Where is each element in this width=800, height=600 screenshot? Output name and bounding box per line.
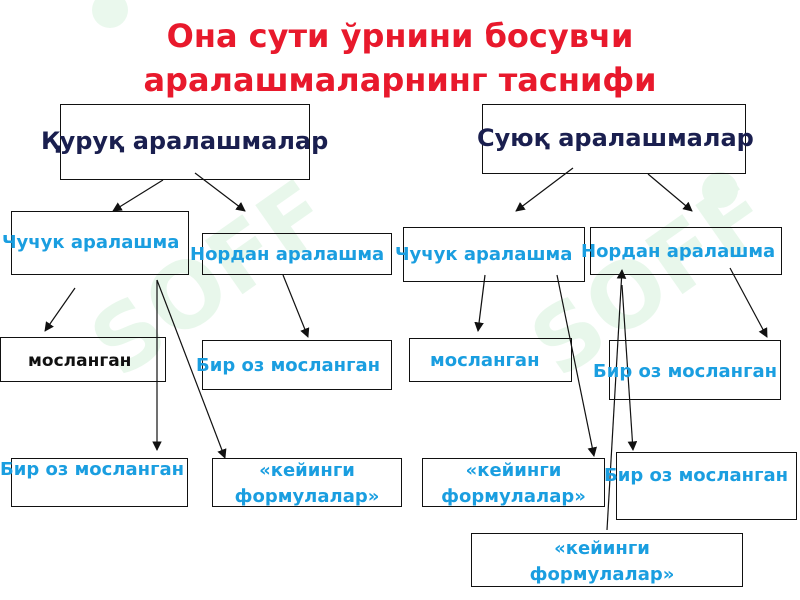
liquid-followup-2-label: «кейинги формулалар» [529,538,675,585]
dry-fresh-partial-label: Бир оз мосланган [0,459,185,480]
dry-sour-label: Нордан аралашма [190,244,385,265]
arrow-liqfresh-to-adapted [474,274,486,332]
liquid-fresh-box [403,227,585,282]
arrow-liquid-to-fresh [515,167,574,212]
liquid-mixtures-label: Суюқ аралашмалар [477,124,754,152]
arrow-dryfresh-to-adapted [44,287,76,332]
page-title: Она сути ўрнини босувчи аралашмаларнинг … [0,14,800,102]
liquid-partial-2-label: Бир оз мосланган [604,465,789,486]
liquid-partial-2-box [616,452,797,520]
title-line-1: Она сути ўрнини босувчи [166,17,634,55]
dry-fresh-box [11,211,189,275]
liquid-followup-2-box [471,533,743,587]
dry-sour-box [202,233,392,275]
dry-followup-label: «кейинги формулалар» [234,460,380,507]
arrow-dry-to-fresh [112,179,164,212]
dry-fresh-adapted-label: мосланган [28,351,132,371]
liquid-sour-partial-label: Бир оз мосланган [593,361,778,382]
title-line-2: аралашмаларнинг таснифи [143,61,657,99]
liquid-followup-label: «кейинги формулалар» [441,460,586,507]
liquid-fresh-adapted-label: мосланган [430,350,540,371]
arrow-drysour-to-partial [282,274,310,338]
arrow-liquid-to-sour [647,173,693,212]
dry-followup-box [212,458,402,507]
dry-fresh-partial-box [11,458,188,507]
arrow-liqsour-to-partial [729,267,768,338]
dry-mixtures-box [60,104,310,180]
dry-fresh-label: Чучук аралашма [2,232,180,253]
liquid-fresh-label: Чучук аралашма [395,244,573,265]
dry-mixtures-label: Қуруқ аралашмалар [41,127,329,155]
dry-sour-partial-label: Бир оз мосланган [196,355,381,376]
liquid-followup-box [422,458,605,507]
liquid-mixtures-box [482,104,746,174]
liquid-sour-label: Нордан аралашма [581,241,776,262]
liquid-sour-box [590,227,782,275]
